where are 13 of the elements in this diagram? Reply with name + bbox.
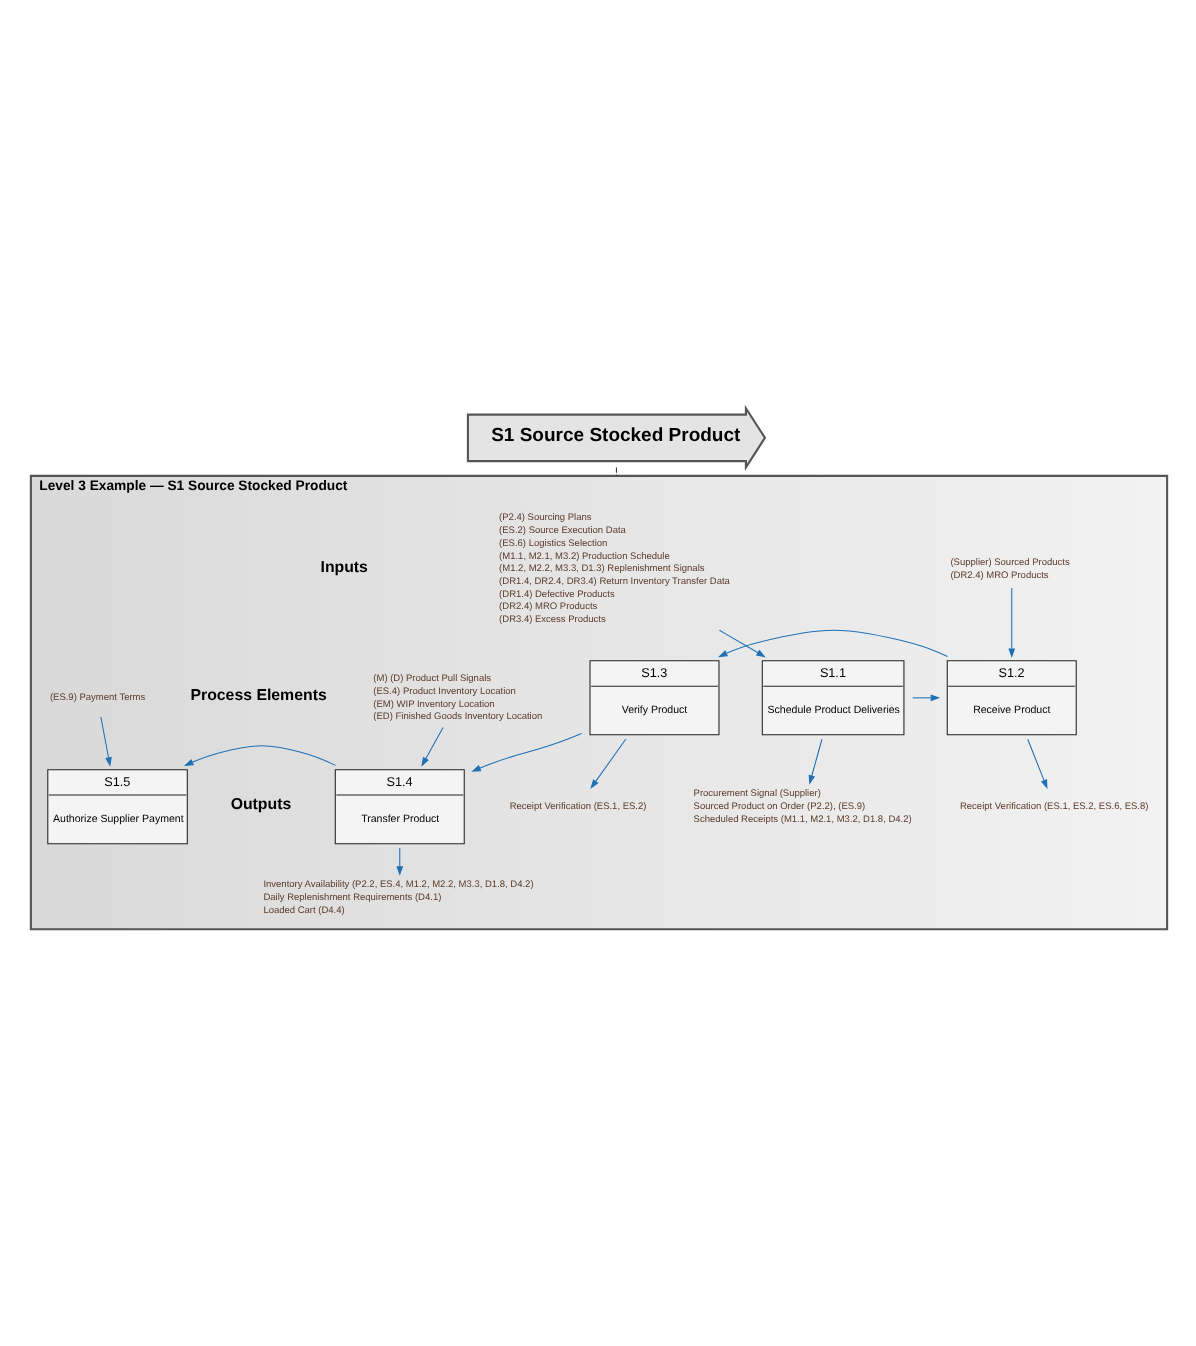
- arrow: [99, 716, 111, 767]
- arrow: [1026, 738, 1047, 790]
- arrow: [395, 847, 403, 876]
- arrow: [807, 738, 822, 785]
- arrow: [589, 738, 626, 789]
- arrow: [470, 732, 581, 772]
- arrow: [1007, 587, 1015, 658]
- arrow: [717, 629, 765, 658]
- arrow: [911, 694, 940, 702]
- arrow: [717, 629, 948, 658]
- arrow: [182, 745, 336, 767]
- arrow: [420, 727, 443, 767]
- connector: [614, 466, 616, 477]
